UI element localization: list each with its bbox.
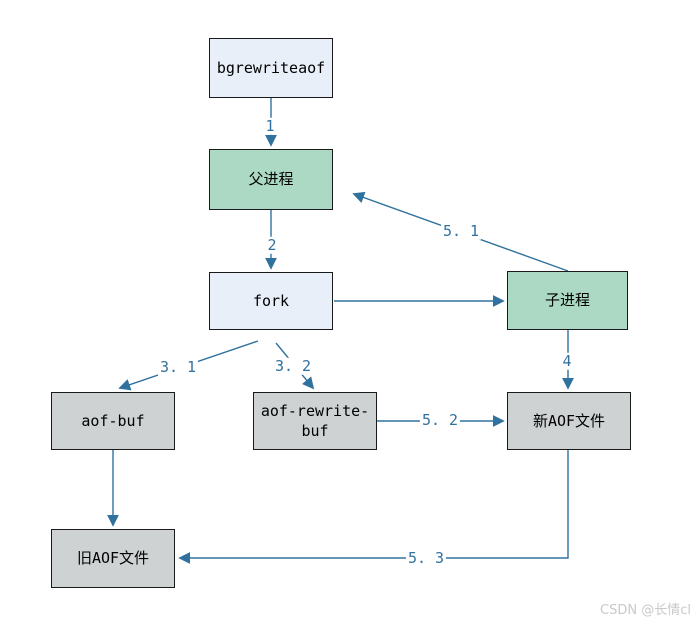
node-aof-rewrite-buf: aof-rewrite-buf [253, 392, 377, 450]
node-new-aof-file: 新AOF文件 [507, 392, 631, 450]
watermark: CSDN @长情cl [600, 603, 691, 618]
edge-label-3-1: 3. 1 [157, 357, 199, 376]
node-child-process: 子进程 [507, 271, 628, 330]
edge-label-1: 1 [263, 116, 277, 135]
edge-label-5-2: 5. 2 [419, 410, 461, 429]
node-bgrewriteaof: bgrewriteaof [209, 38, 333, 98]
edge-5-3-arrow [178, 450, 569, 564]
node-old-aof-file: 旧AOF文件 [51, 529, 175, 588]
edge-label-5-1: 5. 1 [440, 221, 482, 240]
edge-label-4: 4 [560, 351, 574, 370]
edge-label-2: 2 [265, 235, 279, 254]
node-fork: fork [209, 272, 333, 330]
edge-label-3-2: 3. 2 [272, 356, 314, 375]
edge-label-5-3: 5. 3 [405, 548, 447, 567]
node-aof-buf: aof-buf [51, 392, 175, 450]
node-parent-process: 父进程 [209, 149, 333, 210]
